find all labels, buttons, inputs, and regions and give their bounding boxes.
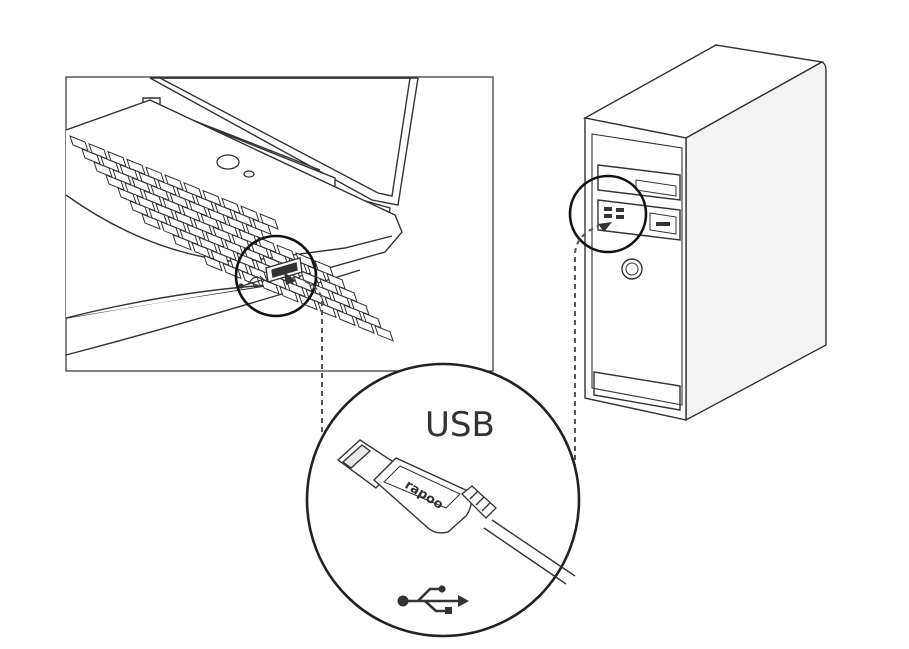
laptop-illustration bbox=[65, 76, 494, 372]
keyboard-key bbox=[317, 301, 337, 319]
usb-plug-detail: USB rapoo bbox=[305, 362, 581, 638]
keyboard-key bbox=[260, 278, 280, 295]
laptop-port-arrow-icon bbox=[284, 272, 296, 285]
laptop-power-button bbox=[216, 154, 255, 178]
keyboard-key bbox=[279, 285, 299, 303]
laptop-screen bbox=[149, 77, 419, 206]
laptop-port-highlight-circle bbox=[234, 234, 318, 318]
keyboard-key bbox=[336, 309, 356, 327]
keyboard-key bbox=[141, 213, 161, 230]
tower-usb-ports bbox=[604, 207, 624, 219]
usb-label: USB bbox=[425, 405, 495, 445]
tower-port-arrow-icon bbox=[598, 222, 612, 232]
tower-power-button bbox=[621, 258, 643, 280]
tower-side-face bbox=[685, 61, 827, 422]
dashed-link-tower bbox=[574, 225, 599, 478]
usb-symbol-icon bbox=[238, 275, 265, 289]
keyboard-key bbox=[172, 233, 192, 251]
laptop-keyboard bbox=[69, 135, 394, 342]
usb-strain-relief bbox=[461, 485, 497, 519]
laptop-usb-port bbox=[265, 257, 303, 283]
usb-cable bbox=[483, 519, 576, 585]
keyboard-key bbox=[355, 317, 375, 334]
keyboard-key bbox=[203, 254, 223, 272]
tower-drive-bay bbox=[597, 164, 681, 201]
desktop-tower-illustration bbox=[582, 44, 827, 422]
usb-symbol-icon bbox=[397, 585, 469, 614]
tower-bottom-vent bbox=[593, 371, 681, 411]
keyboard-key bbox=[252, 218, 272, 236]
keyboard-key bbox=[259, 213, 279, 230]
tower-port-highlight-circle bbox=[568, 174, 648, 254]
dashed-link-laptop bbox=[301, 279, 323, 432]
keyboard-key bbox=[374, 324, 394, 342]
